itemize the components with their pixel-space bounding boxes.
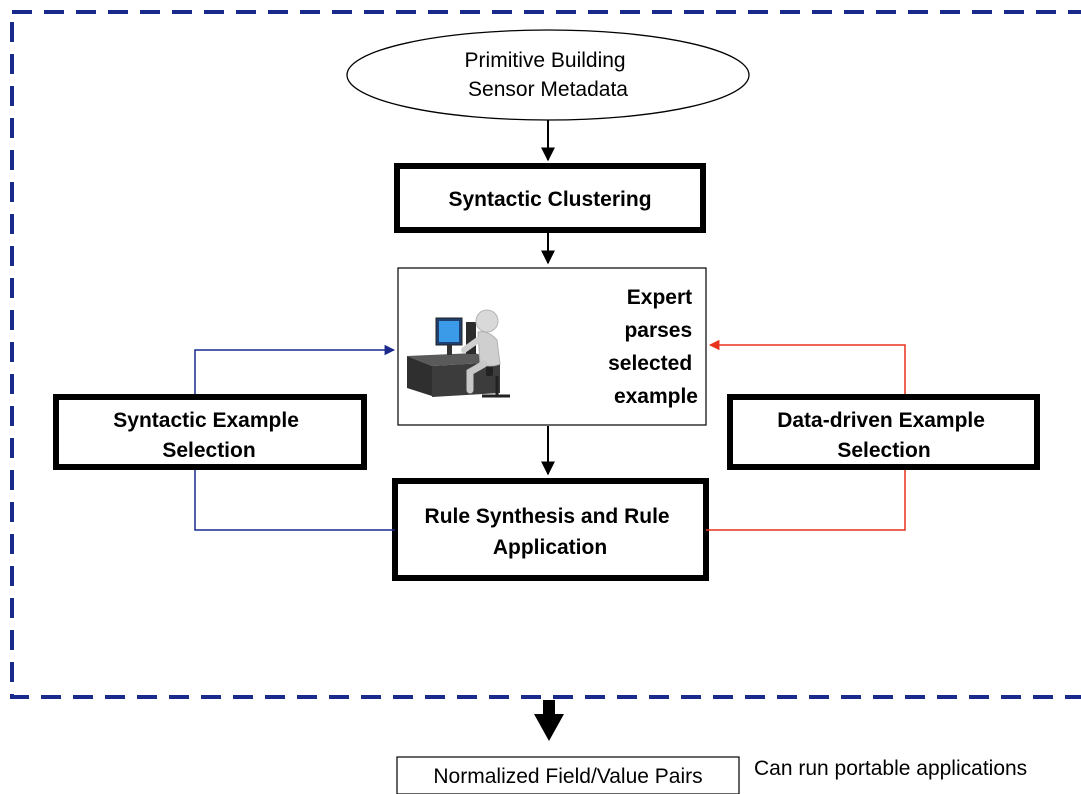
expert-node-line-4: example [614,385,698,408]
person-at-computer-desk-icon [407,309,510,398]
data-loop-arrow [708,339,906,397]
rule-synthesis-line-2: Application [493,536,607,559]
data-driven-selection-line-1: Data-driven Example [777,409,985,432]
svg-text:Expert parses sele: Expert parses selected example [608,286,698,408]
data-driven-selection-line-2: Selection [837,439,930,462]
output-node-label: Normalized Field/Value Pairs [433,765,702,788]
syntactic-clustering-label: Syntactic Clustering [448,188,651,211]
input-node-line-1: Primitive Building [465,49,626,72]
syntactic-clustering-node: Syntactic Clustering [394,163,706,233]
input-node: Primitive Building Sensor Metadata [346,29,750,121]
rule-synthesis-line-1: Rule Synthesis and Rule [425,505,670,528]
output-node: Normalized Field/Value Pairs [396,756,740,794]
svg-text:Rule Synthesis and Rule: Rule Synthesis and Rule Application [425,505,676,559]
syntactic-selection-line-2: Selection [162,439,255,462]
expert-node: Expert parses selected example [397,267,707,426]
system-boundary [10,10,1081,699]
expert-node-line-3: selected [608,352,692,375]
output-arrow [534,700,564,741]
syntactic-loop-arrow [194,344,396,397]
syntactic-selection-line-1: Syntactic Example [113,409,299,432]
svg-text:Primitive Building Senso: Primitive Building Sensor Metadata [465,49,632,101]
data-loop-connector [706,467,906,531]
expert-node-line-2: parses [624,319,692,342]
svg-text:Syntactic Example Select: Syntactic Example Selection [113,409,304,462]
expert-node-line-1: Expert [627,286,692,309]
syntactic-selection-node: Syntactic Example Selection [53,394,367,470]
rule-synthesis-node: Rule Synthesis and Rule Application [392,478,709,581]
syntactic-loop-connector [194,467,395,531]
svg-text:Data-driven Example Sele: Data-driven Example Selection [777,409,991,462]
input-node-line-2: Sensor Metadata [468,78,628,101]
portable-applications-annotation: Can run portable applications [754,757,1027,780]
data-driven-selection-node: Data-driven Example Selection [727,394,1040,470]
